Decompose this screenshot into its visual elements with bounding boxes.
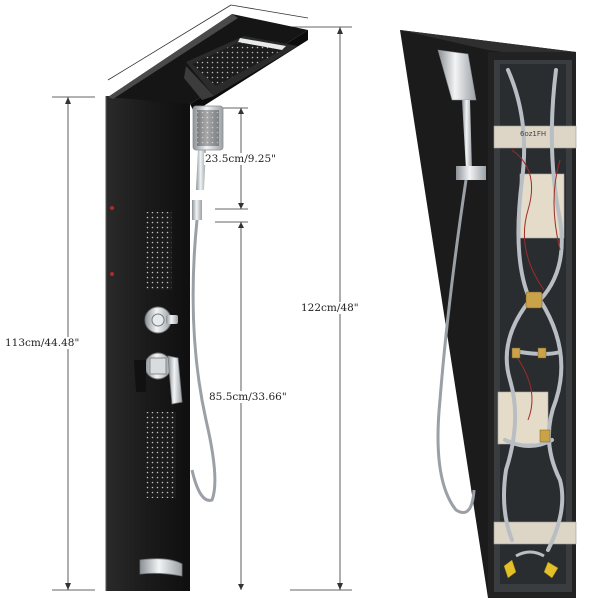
front-panel <box>105 14 308 591</box>
panel-height-label: 113cm/44.48" <box>4 337 81 349</box>
rail-stamp: 6oz1FH <box>520 130 547 138</box>
back-hand-shower <box>436 49 486 514</box>
handset-height-label: 23.5cm/9.25" <box>204 153 277 165</box>
total-height-label: 122cm/48" <box>300 302 360 314</box>
dimension-arrows <box>65 27 343 590</box>
hand-shower <box>190 105 224 502</box>
mixer-handle <box>134 352 183 405</box>
diverter-knob <box>144 306 178 334</box>
lower-height-label: 85.5cm/33.66" <box>208 391 288 403</box>
tub-spout <box>139 558 183 577</box>
back-panel <box>400 30 577 598</box>
